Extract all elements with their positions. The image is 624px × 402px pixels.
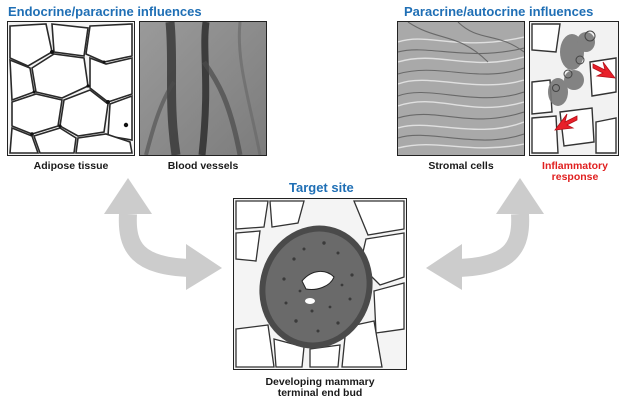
inflammatory-response-caption: Inflammatory response	[529, 161, 621, 183]
inflammatory-response-image	[529, 21, 619, 156]
adipose-tissue-image	[7, 21, 135, 156]
center-heading: Target site	[289, 180, 354, 195]
stromal-cells-image	[397, 21, 525, 156]
adipose-tissue-caption: Adipose tissue	[33, 160, 109, 172]
inflammatory-caption-line1: Inflammatory	[542, 160, 608, 172]
target-caption-line1: Developing mammary	[265, 376, 375, 388]
target-site-caption: Developing mammary terminal end bud	[233, 377, 407, 399]
blood-vessels-image	[139, 21, 267, 156]
right-curved-double-arrow-icon	[426, 178, 550, 290]
red-pointer-arrow-icon	[553, 112, 579, 134]
stromal-cells-caption: Stromal cells	[428, 160, 494, 172]
blood-vessels-caption: Blood vessels	[167, 160, 239, 172]
right-heading: Paracrine/autocrine influences	[404, 4, 594, 19]
target-site-image	[233, 198, 407, 370]
left-heading: Endocrine/paracrine influences	[8, 4, 202, 19]
target-caption-line2: terminal end bud	[277, 387, 363, 399]
inflammatory-caption-line2: response	[551, 171, 599, 183]
red-pointer-arrow-icon	[591, 60, 617, 82]
left-curved-double-arrow-icon	[98, 178, 222, 290]
